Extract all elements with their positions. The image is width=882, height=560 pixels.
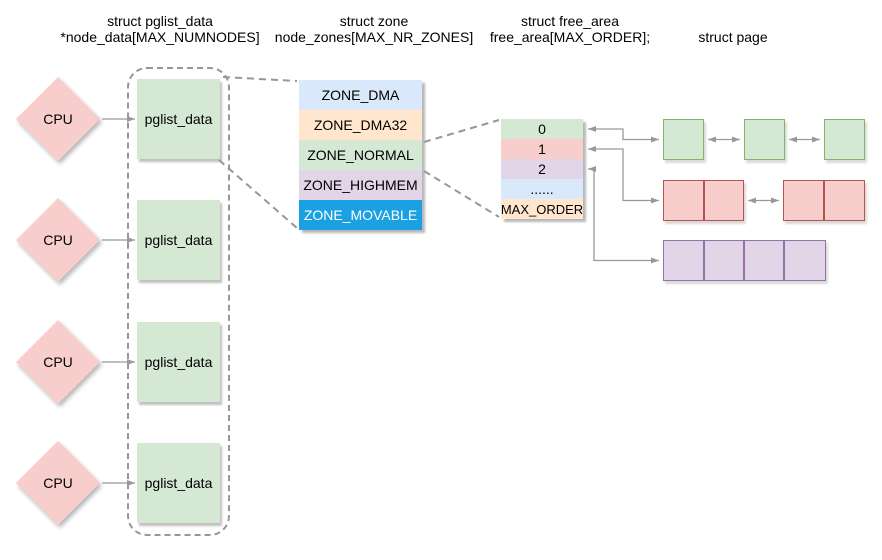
header-free-area: struct free_area free_area[MAX_ORDER]; <box>490 13 650 45</box>
free-area1-to-pages-link <box>588 146 659 204</box>
cpu-label: CPU <box>43 475 73 491</box>
page-cell-divider <box>743 241 745 280</box>
zone-row-dma: ZONE_DMA <box>299 80 422 110</box>
header-pglist-line2: *node_data[MAX_NUMNODES] <box>60 29 260 45</box>
header-zone-line2: node_zones[MAX_NR_ZONES] <box>274 29 474 45</box>
cpu-shape: CPU <box>16 77 100 161</box>
cpu-label: CPU <box>43 232 73 248</box>
page-cell-divider <box>823 181 825 220</box>
pglist-data-box-1: pglist_data <box>137 79 220 159</box>
pglist-data-label: pglist_data <box>144 232 213 248</box>
page-block-order0-1 <box>663 119 704 160</box>
zone-normal-to-free-area-dash-bottom <box>423 170 500 218</box>
page-cell-divider <box>783 241 785 280</box>
free-area0-to-pages-link <box>588 126 659 143</box>
header-pglist-data: struct pglist_data *node_data[MAX_NUMNOD… <box>60 13 259 45</box>
zone-row-normal: ZONE_NORMAL <box>299 140 422 170</box>
header-free-area-line2: free_area[MAX_ORDER]; <box>489 29 651 45</box>
cpu-shape: CPU <box>16 198 100 282</box>
free-area-row-max-order: MAX_ORDER <box>501 199 583 219</box>
free-area-row-1: 1 <box>501 139 583 159</box>
pglist-data-box-4: pglist_data <box>137 443 220 523</box>
pglist-data-box-3: pglist_data <box>137 322 220 402</box>
cpu-shape: CPU <box>16 441 100 525</box>
free-area-row-0: 0 <box>501 119 583 139</box>
header-page-line1: struct page <box>698 29 768 45</box>
page-block-order1-1 <box>663 180 744 221</box>
header-zone-line1: struct zone <box>339 13 409 29</box>
page-block-order0-3 <box>824 119 865 160</box>
pglist-data-label: pglist_data <box>144 475 213 491</box>
free-area-stack: 0 1 2 ...... MAX_ORDER <box>501 119 583 219</box>
zone-row-highmem: ZONE_HIGHMEM <box>299 170 422 200</box>
header-struct-page: struct page <box>698 29 767 45</box>
cpu-label: CPU <box>43 354 73 370</box>
header-zone: struct zone node_zones[MAX_NR_ZONES] <box>275 13 473 45</box>
zone-normal-to-free-area-dash-top <box>423 119 500 143</box>
zone-stack: ZONE_DMA ZONE_DMA32 ZONE_NORMAL ZONE_HIG… <box>299 80 422 230</box>
page-block-order1-2 <box>783 180 865 221</box>
cpu-label: CPU <box>43 111 73 127</box>
zone-row-dma32: ZONE_DMA32 <box>299 110 422 140</box>
page-block-order2-1 <box>663 240 826 281</box>
cpu-shape: CPU <box>16 320 100 404</box>
pglist-data-box-2: pglist_data <box>137 200 220 280</box>
header-free-area-line1: struct free_area <box>520 13 620 29</box>
page-block-order0-2 <box>744 119 785 160</box>
free-area2-to-pages-link <box>588 166 659 264</box>
page-cell-divider <box>703 241 705 280</box>
pglist-data-label: pglist_data <box>144 111 213 127</box>
free-area-row-ellipsis: ...... <box>501 179 583 199</box>
page-cell-divider <box>703 181 705 220</box>
header-pglist-line1: struct pglist_data <box>107 13 213 29</box>
free-area-row-2: 2 <box>501 159 583 179</box>
pglist-data-label: pglist_data <box>144 354 213 370</box>
zone-row-movable: ZONE_MOVABLE <box>299 200 422 230</box>
node1-to-zone-dash-top <box>222 76 298 82</box>
node-data-array-outline <box>127 67 230 536</box>
node1-to-zone-dash-bottom <box>218 159 298 229</box>
